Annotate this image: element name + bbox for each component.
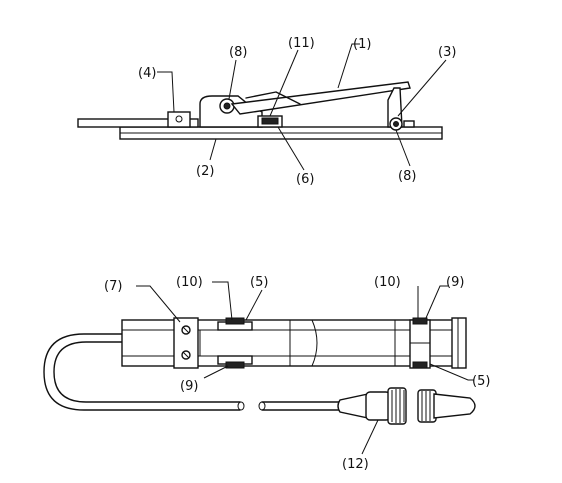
label-5-right: (5) bbox=[472, 374, 490, 389]
label-7: (7) bbox=[104, 279, 122, 294]
label-4: (4) bbox=[138, 66, 156, 81]
connector-plug-tail bbox=[337, 393, 369, 419]
label-11: (11) bbox=[288, 36, 315, 51]
cable-upper bbox=[43, 333, 241, 411]
connector-nut bbox=[387, 387, 407, 425]
label-8-top-left: (8) bbox=[229, 45, 247, 60]
label-10-left: (10) bbox=[176, 275, 203, 290]
right-switch bbox=[409, 319, 431, 369]
connector-plug-body bbox=[365, 391, 391, 421]
end-cap bbox=[451, 317, 467, 369]
bottom-leaders bbox=[136, 281, 474, 455]
pedal bbox=[230, 81, 411, 115]
label-9-left: (9) bbox=[180, 379, 198, 394]
label-6: (6) bbox=[296, 172, 314, 187]
label-8-top-right: (8) bbox=[398, 169, 416, 184]
label-2: (2) bbox=[196, 164, 214, 179]
label-5-left: (5) bbox=[250, 275, 268, 290]
label-12: (12) bbox=[342, 457, 369, 472]
label-1: (1) bbox=[353, 37, 371, 52]
connector-socket-tail bbox=[433, 393, 476, 419]
stop-block bbox=[167, 111, 191, 128]
top-leaders bbox=[157, 43, 447, 171]
plan-view bbox=[43, 317, 476, 425]
cable-lower bbox=[53, 341, 241, 403]
side-view bbox=[77, 81, 443, 140]
left-extension-plate bbox=[77, 118, 199, 128]
label-3: (3) bbox=[438, 45, 456, 60]
label-10-right: (10) bbox=[374, 275, 401, 290]
label-9-right: (9) bbox=[446, 275, 464, 290]
